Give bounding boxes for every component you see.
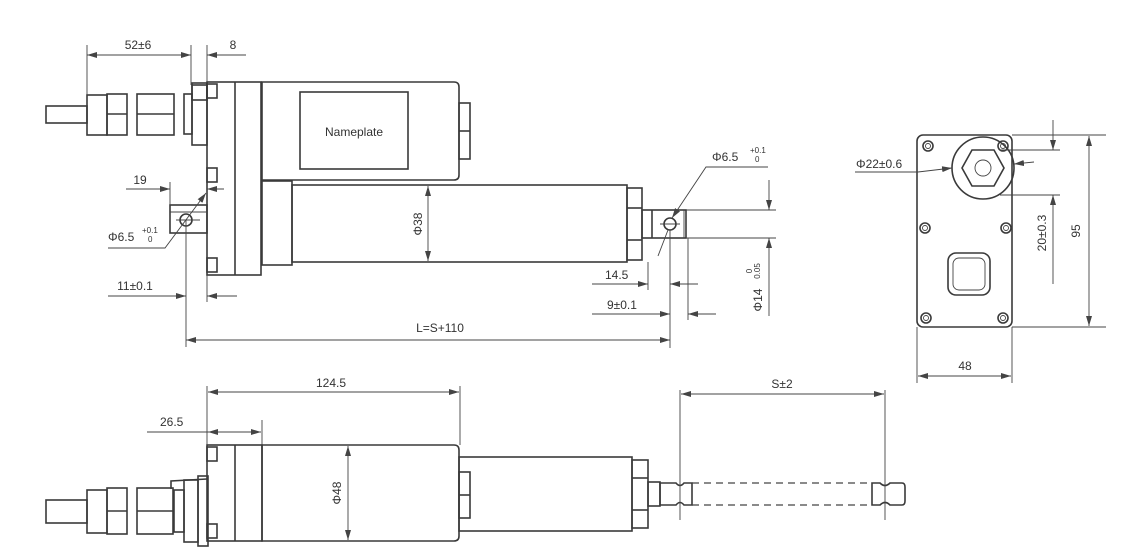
dim-stroke: S±2 bbox=[771, 377, 793, 391]
dim-installed-length: L=S+110 bbox=[416, 321, 464, 335]
cable-gland bbox=[86, 82, 208, 146]
cable-gland-bottom bbox=[86, 475, 209, 547]
rod-end bbox=[641, 209, 687, 239]
dim-motor-length: 124.5 bbox=[316, 376, 346, 390]
outer-tube-bottom bbox=[458, 456, 633, 532]
dim-motor-dia: Φ48 bbox=[330, 481, 344, 504]
end-connector-square bbox=[947, 252, 991, 296]
nameplate-label: Nameplate bbox=[325, 125, 383, 139]
gearbox bbox=[206, 81, 262, 276]
rod-end-extended bbox=[871, 482, 906, 506]
nameplate-box bbox=[299, 91, 409, 170]
end-view: 95 20±0.3 Φ22±0.6 48 bbox=[855, 120, 1106, 383]
top-view: 124.5 26.5 Φ48 S±2 bbox=[45, 376, 906, 547]
dim-body-width: 48 bbox=[958, 359, 972, 373]
side-view: Nameplate 52±6 8 19 Φ6.5 +0.1 0 bbox=[45, 38, 776, 348]
dim-rod-end-length: 14.5 bbox=[605, 268, 629, 282]
dim-gland-dia: Φ22±0.6 bbox=[856, 157, 903, 171]
motor-housing-bottom bbox=[261, 444, 460, 542]
dim-front-hole-dia: Φ6.5 bbox=[712, 150, 739, 164]
end-housing bbox=[916, 134, 1013, 328]
tube-end-nut bbox=[626, 187, 643, 261]
tube-end-nut-bottom bbox=[631, 459, 649, 529]
dim-rear-hole-tol-lower: 0 bbox=[148, 235, 153, 244]
gland-hex bbox=[961, 149, 1005, 187]
dim-gearbox-length: 26.5 bbox=[160, 415, 184, 429]
rod-end-retracted bbox=[659, 482, 693, 506]
cable-bottom bbox=[45, 499, 88, 524]
dim-rod-tol-upper: 0 bbox=[745, 268, 754, 273]
dim-tube-dia: Φ38 bbox=[411, 212, 425, 235]
dim-rear-hole-offset: 11±0.1 bbox=[117, 279, 153, 293]
dim-body-height: 95 bbox=[1069, 224, 1083, 238]
cable bbox=[45, 105, 88, 124]
dim-rod-tol-lower: 0.05 bbox=[753, 263, 762, 279]
outer-tube bbox=[291, 184, 628, 263]
dim-front-hole-tol-lower: 0 bbox=[755, 155, 760, 164]
rear-clevis bbox=[169, 204, 208, 234]
dim-rod-dia: Φ14 bbox=[751, 288, 765, 311]
dim-gland-offset: 8 bbox=[230, 38, 237, 52]
dim-rear-hole-dia: Φ6.5 bbox=[108, 230, 135, 244]
dim-front-hole-tol-upper: +0.1 bbox=[750, 146, 766, 155]
tube-collar bbox=[261, 180, 293, 266]
mounting-screws bbox=[919, 140, 1012, 324]
dim-rear-clevis-width: 19 bbox=[133, 173, 147, 187]
dim-front-hole-offset: 9±0.1 bbox=[607, 298, 637, 312]
dim-gland-center-offset: 20±0.3 bbox=[1035, 214, 1049, 251]
motor-housing bbox=[261, 81, 460, 181]
dim-cable-length: 52±6 bbox=[125, 38, 152, 52]
dim-rear-hole-tol-upper: +0.1 bbox=[142, 226, 158, 235]
